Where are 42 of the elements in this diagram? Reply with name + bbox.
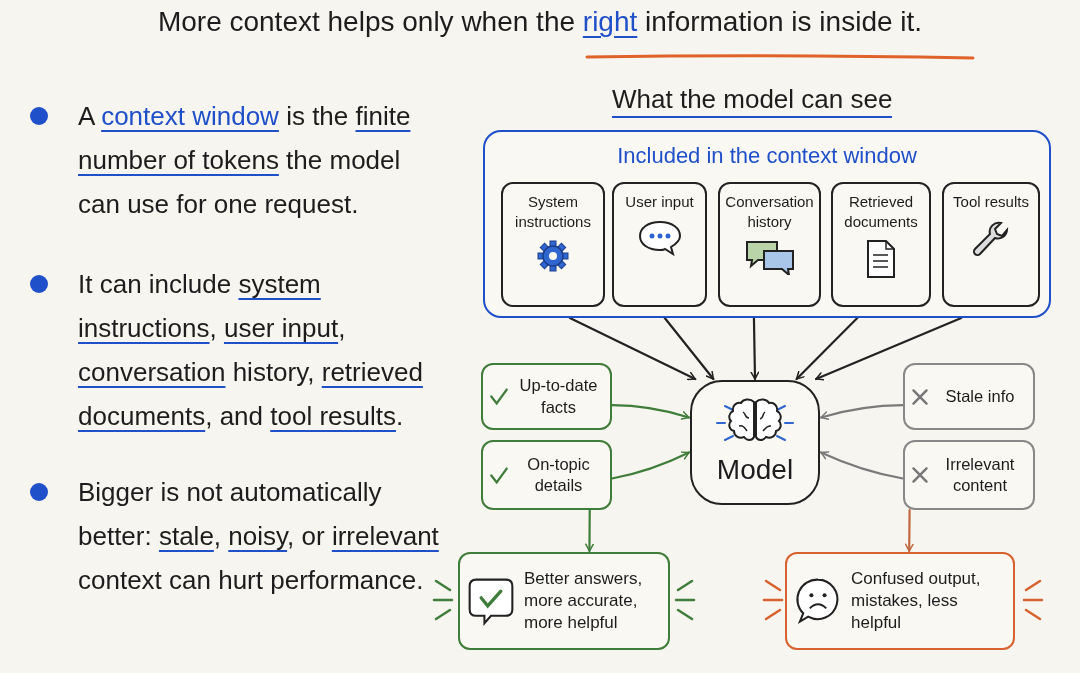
model-box [690, 380, 820, 505]
arrow [795, 316, 859, 381]
input-box [481, 363, 612, 430]
bullet-text: Bigger is not automatically better: stale, noisy, or irrelevant context can hurt performance. [78, 476, 440, 597]
source-card [501, 182, 605, 307]
arrow [904, 508, 914, 553]
input-box [903, 363, 1035, 430]
node-label: Tool results [953, 192, 1029, 212]
section-heading: What the model can see [612, 82, 893, 118]
node-label: Up-to-date facts [518, 375, 599, 418]
arrow [610, 404, 691, 420]
node-label: Model [716, 453, 794, 488]
panel-heading: Included in the context window [617, 142, 917, 170]
node-label: Retrieved documents [843, 192, 919, 231]
arrow [750, 316, 760, 381]
arrow [819, 404, 905, 420]
bullet-text: A context window is the finite number of tokens the model can use for one request. [78, 100, 412, 221]
outcome-box [785, 552, 1015, 650]
arrow [585, 508, 594, 553]
source-card [942, 182, 1040, 307]
bullet-text: It can include system instructions, user input, conversation history, retrieved documents, and tool results. [78, 268, 424, 433]
arrow [610, 451, 691, 480]
node-label: Confused output, mistakes, less helpful [851, 567, 982, 635]
node-label: System instructions [514, 192, 592, 231]
arrow [819, 451, 905, 480]
outcome-box [458, 552, 670, 650]
input-box [903, 440, 1035, 510]
source-card [831, 182, 931, 307]
title: More context helps only when the right information is inside it. [156, 6, 924, 38]
arrow [568, 316, 697, 381]
arrow [663, 316, 715, 381]
node-label: Stale info [944, 385, 1016, 407]
node-label: User input [625, 192, 694, 212]
source-card [718, 182, 821, 307]
node-label: Irrelevant content [944, 453, 1016, 496]
arrow [815, 316, 963, 381]
node-label: Conversation history [724, 192, 815, 231]
context-window-panel [483, 130, 1051, 318]
input-box [481, 440, 612, 510]
node-label: Better answers, more accurate, more helpful [524, 567, 644, 635]
source-card [612, 182, 707, 307]
node-label: On-topic details [526, 453, 591, 496]
